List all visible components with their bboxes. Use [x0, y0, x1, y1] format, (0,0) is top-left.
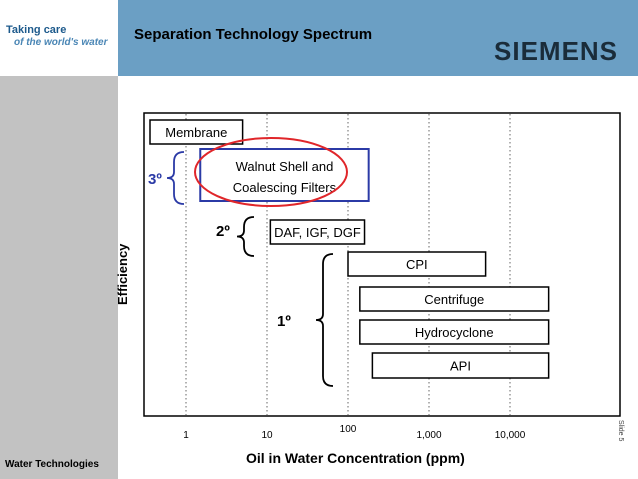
range-bar-3: [347, 251, 487, 277]
y-axis-label: Efficiency: [115, 243, 130, 305]
brand-logo: SIEMENS: [494, 36, 619, 66]
logo-area: Taking care of the world's water: [0, 0, 118, 76]
range-bar-label: Walnut Shell and: [236, 159, 334, 174]
stage-label: 1º: [277, 313, 291, 330]
x-axis-label: Oil in Water Concentration (ppm): [246, 450, 465, 466]
range-bar-label: API: [450, 359, 471, 374]
range-bar-4: [359, 286, 550, 312]
range-bar-0: [149, 119, 244, 145]
stage-brace: [166, 151, 185, 205]
x-tick-label: 100: [340, 424, 357, 435]
stage-layer: 3º 2º 1º: [148, 151, 334, 387]
range-bar-label: Hydrocyclone: [415, 325, 494, 340]
range-bar-label: CPI: [406, 257, 428, 272]
tick-layer: 1 10 100 1,000 10,000: [183, 424, 526, 441]
stage-label: 3º: [148, 171, 162, 188]
stage-brace: [315, 253, 334, 387]
slide-title: Separation Technology Spectrum: [134, 26, 373, 43]
range-bar-6: [371, 352, 550, 379]
range-bar-2: [269, 219, 366, 245]
range-bar-label-line2: Coalescing Filters: [233, 180, 337, 195]
stage-label: 2º: [216, 223, 230, 240]
range-bar-label: Membrane: [165, 125, 227, 140]
range-bar-label: Centrifuge: [424, 292, 484, 307]
x-tick-label: 10,000: [495, 430, 526, 441]
range-bar-label: DAF, IGF, DGF: [274, 225, 361, 240]
logo-tagline-line1: Taking care: [6, 24, 67, 36]
x-tick-label: 1: [183, 430, 189, 441]
x-tick-label: 10: [261, 430, 273, 441]
range-bar-5: [359, 319, 550, 345]
x-tick-label: 1,000: [416, 430, 441, 441]
header-bar: [118, 0, 638, 76]
left-strip: [0, 76, 118, 479]
highlight-ring: [194, 137, 348, 207]
footer-label: Water Technologies: [5, 459, 99, 470]
logo-tagline-line2: of the world's water: [14, 37, 108, 48]
stage-brace: [236, 216, 255, 257]
